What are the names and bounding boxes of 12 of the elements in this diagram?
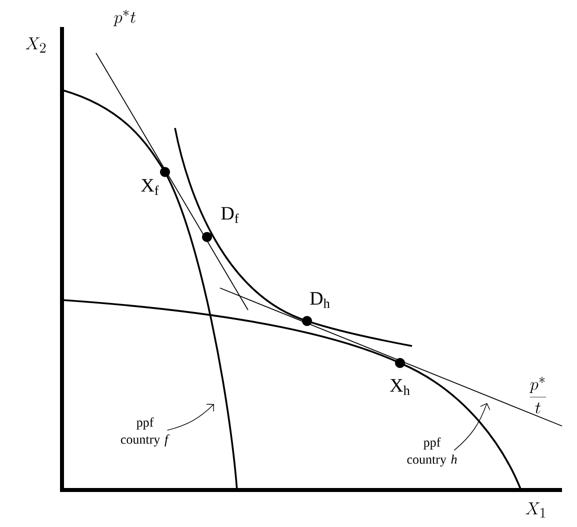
curve-label: ppf country f (120, 418, 170, 446)
point-label: $\mathrm{D}_\mathrm{h}$ (310, 292, 330, 308)
point-label: $\mathrm{D}_\mathrm{f}$ (221, 207, 239, 223)
axis-label: $X_1$ (526, 502, 546, 518)
slope-label: $\frac{p^*}{t}$ (529, 376, 546, 414)
curve-label: ppf country h (407, 438, 457, 466)
slope-label: $p^*t$ (113, 10, 136, 26)
leader-line (454, 403, 490, 451)
point-label: $\mathrm{X}_\mathrm{f}$ (141, 179, 159, 195)
leader-line (166, 404, 214, 431)
axis-label: $X_2$ (26, 37, 46, 53)
point-label: $\mathrm{X}_\mathrm{h}$ (390, 379, 410, 395)
